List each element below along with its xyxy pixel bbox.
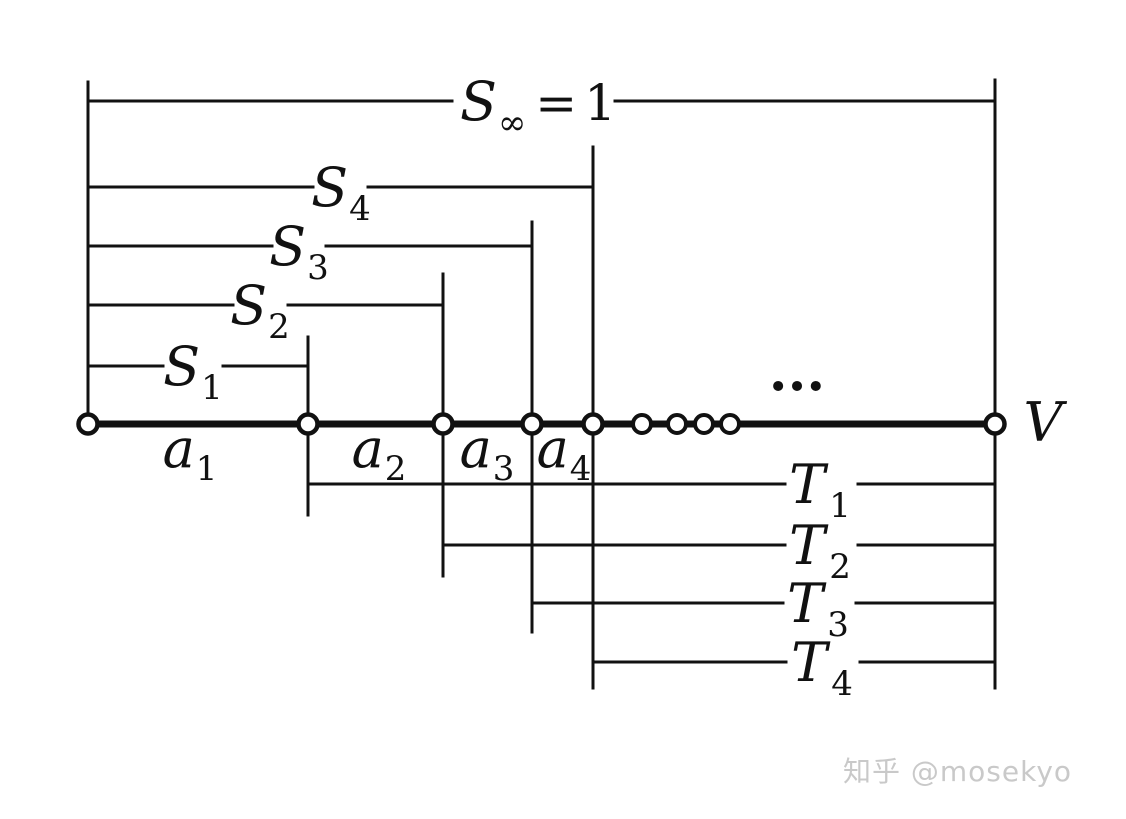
point-marker-s3 [520, 412, 544, 436]
point-marker-s2 [431, 412, 455, 436]
label-s4: S4 [311, 156, 371, 229]
point-marker-s4 [581, 412, 605, 436]
point-marker-s6 [666, 413, 688, 435]
point-marker-limit [983, 412, 1007, 436]
label-a1: a1 [163, 417, 218, 489]
point-marker-s8 [719, 413, 741, 435]
ellipsis-dots: ··· [769, 354, 825, 418]
point-marker-s5 [631, 413, 653, 435]
label-v-endpoint: V [1024, 391, 1068, 454]
point-marker-s7 [693, 413, 715, 435]
label-s3: S3 [269, 215, 329, 288]
label-s1: S1 [163, 335, 223, 408]
label-a4: a4 [537, 417, 592, 489]
label-s2: S2 [230, 274, 290, 347]
label-a3: a3 [460, 417, 515, 489]
point-marker-s1 [296, 412, 320, 436]
watermark: 知乎 @mosekyo [843, 755, 1073, 788]
label-s-infinity: S∞=1 [460, 70, 616, 143]
label-a2: a2 [352, 417, 407, 489]
point-marker-origin [76, 412, 100, 436]
